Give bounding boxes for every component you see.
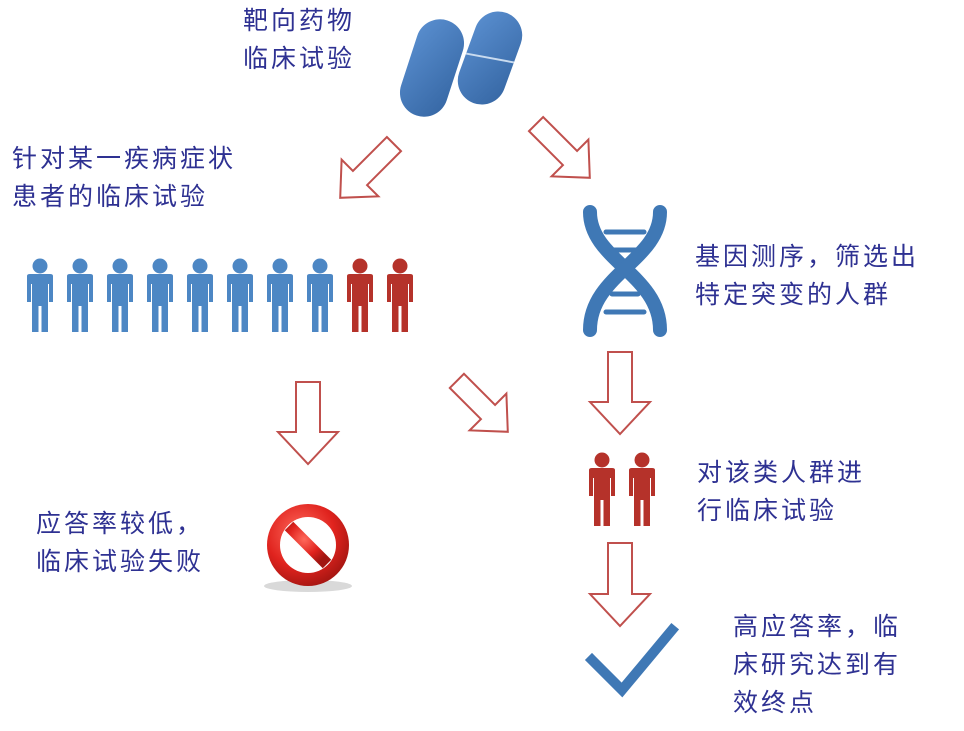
capsule-icon bbox=[399, 11, 523, 117]
fail-line2: 临床试验失败 bbox=[36, 547, 205, 576]
no-entry-icon bbox=[264, 504, 352, 592]
patient-population bbox=[22, 258, 418, 334]
dna-icon bbox=[583, 205, 667, 337]
person-icon-unresponsive bbox=[27, 258, 53, 332]
person-icon-unresponsive bbox=[147, 258, 173, 332]
person-icon-unresponsive bbox=[107, 258, 133, 332]
arrow-icon bbox=[275, 381, 341, 466]
left-branch-label: 针对某一疾病症状 患者的临床试验 bbox=[12, 140, 236, 216]
person-icon-unresponsive bbox=[307, 258, 333, 332]
success-line1: 高应答率，临 bbox=[733, 612, 902, 641]
person-icon-unresponsive bbox=[227, 258, 253, 332]
person-icon-selected bbox=[589, 452, 615, 526]
person-icon-unresponsive bbox=[267, 258, 293, 332]
arrow-icon bbox=[587, 542, 653, 628]
arrow-icon bbox=[339, 135, 403, 199]
selected-patients bbox=[584, 452, 660, 528]
gene-line1: 基因测序，筛选出 bbox=[695, 242, 920, 271]
top-label-line1: 靶向药物 bbox=[243, 6, 356, 35]
fail-label: 应答率较低， 临床试验失败 bbox=[36, 505, 204, 581]
left-branch-line1: 针对某一疾病症状 bbox=[12, 144, 237, 173]
arrow-icon bbox=[448, 372, 509, 433]
arrow-icon bbox=[527, 115, 591, 179]
fail-line1: 应答率较低， bbox=[36, 509, 205, 538]
gene-line2: 特定突变的人群 bbox=[695, 280, 892, 309]
targeted-label: 对该类人群进 行临床试验 bbox=[697, 454, 865, 530]
person-icon-selected bbox=[629, 452, 655, 526]
top-label: 靶向药物 临床试验 bbox=[243, 2, 355, 78]
person-icon-unresponsive bbox=[187, 258, 213, 332]
gene-label: 基因测序，筛选出 特定突变的人群 bbox=[695, 238, 919, 314]
left-branch-line2: 患者的临床试验 bbox=[12, 182, 209, 211]
person-icon-responsive bbox=[387, 258, 413, 332]
top-label-line2: 临床试验 bbox=[243, 44, 356, 73]
success-line2: 床研究达到有 bbox=[733, 650, 902, 679]
arrow-icon bbox=[587, 351, 653, 436]
person-icon-responsive bbox=[347, 258, 373, 332]
targeted-line2: 行临床试验 bbox=[697, 496, 838, 525]
success-line3: 效终点 bbox=[733, 688, 818, 717]
checkmark-icon bbox=[584, 622, 680, 698]
targeted-line1: 对该类人群进 bbox=[697, 458, 866, 487]
success-label: 高应答率，临 床研究达到有 效终点 bbox=[733, 608, 901, 722]
person-icon-unresponsive bbox=[67, 258, 93, 332]
